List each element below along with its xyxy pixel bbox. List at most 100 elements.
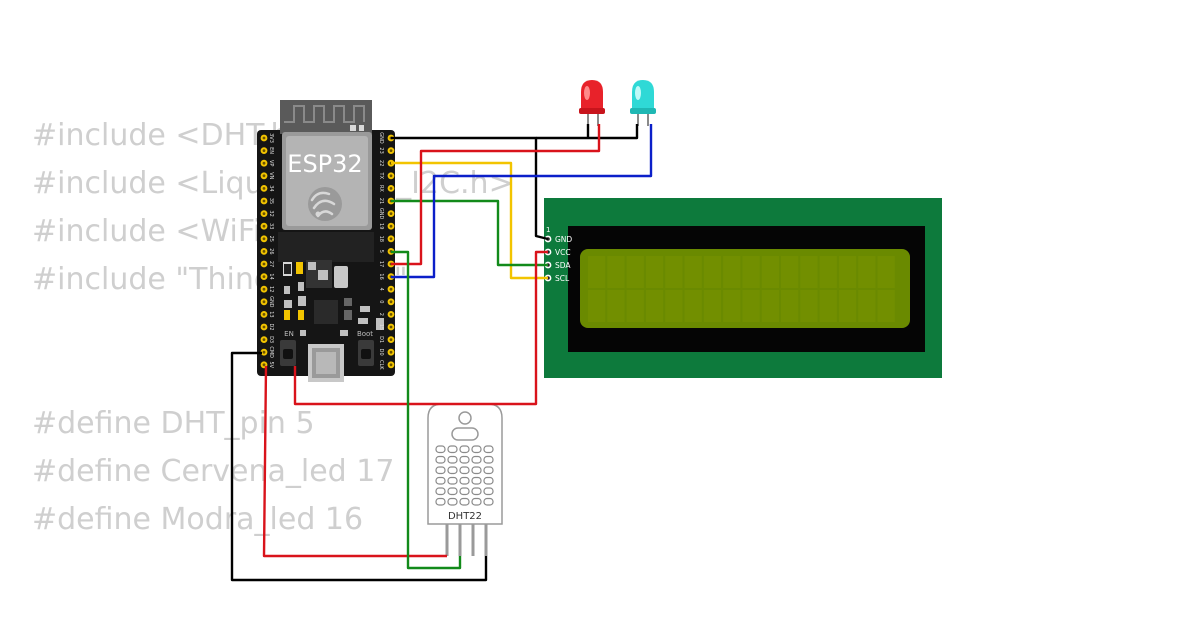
wire-gnd-led-cyan[interactable]	[536, 124, 639, 140]
wire-gnd-dht[interactable]	[230, 351, 488, 582]
esp32-pin-label: 12	[268, 286, 274, 292]
esp32-pin-label: 17	[378, 261, 384, 267]
esp32-pin-right-6[interactable]: GND	[378, 208, 395, 220]
esp32-pin-right-14[interactable]: 2	[378, 311, 395, 318]
esp32-pin-right-1[interactable]: 23	[378, 147, 395, 155]
esp32-pin-label: D3	[268, 336, 274, 343]
esp32-pin-left-2[interactable]: VP	[260, 159, 274, 167]
wires	[230, 124, 653, 582]
esp32-pin-label: 3V3	[268, 133, 274, 143]
lcd-cell	[838, 290, 857, 322]
lcd-cell	[742, 256, 760, 288]
dht22-vent-slot	[459, 487, 470, 496]
esp32-pin-label: 22	[378, 160, 384, 166]
esp32-pin-label: RX	[378, 185, 384, 192]
esp32-pin-left-13[interactable]: GND	[260, 296, 274, 308]
lcd-character-cells	[588, 256, 895, 322]
lcd-cell	[665, 256, 683, 288]
esp32-pin-left-17[interactable]: CMD	[260, 346, 274, 358]
lcd-cell	[781, 290, 799, 322]
esp32-pin-left-5[interactable]: 35	[260, 197, 274, 205]
wire-vcc-dht[interactable]	[262, 365, 447, 558]
lcd-1602-i2c[interactable]: 1 GND VCC SDA SCL	[544, 198, 942, 378]
esp32-pin-left-0[interactable]: 3V3	[260, 133, 274, 143]
dht22-sensor[interactable]: DHT22	[427, 403, 503, 556]
esp32-pin-label: 14	[268, 273, 274, 279]
esp32-pin-label: 34	[268, 185, 274, 191]
lcd-cell	[838, 256, 857, 288]
lcd-cell	[703, 290, 722, 322]
esp32-pin-label: 21	[378, 198, 384, 204]
dht22-vent-slot	[447, 487, 458, 496]
esp32-pin-left-1[interactable]: EN	[260, 147, 274, 154]
lcd-pin-label-sda: SDA	[555, 261, 571, 270]
esp32-pin-right-18[interactable]: CLK	[378, 360, 395, 370]
esp32-pin-label: CLK	[378, 360, 384, 370]
esp32-pin-right-7[interactable]: 19	[378, 222, 395, 230]
dht22-vent-slot	[483, 487, 494, 496]
esp32-pin-label: TX	[378, 172, 384, 180]
lcd-cell	[819, 256, 837, 288]
wire-sda[interactable]	[391, 199, 548, 267]
lcd-cell	[800, 290, 818, 322]
esp32-pin-label: D0	[378, 349, 384, 356]
esp32-pin-left-10[interactable]: 27	[260, 260, 274, 268]
esp32-pin-left-11[interactable]: 14	[260, 273, 274, 280]
esp32-pin-right-15[interactable]: 15	[378, 323, 395, 331]
lcd-cell	[703, 256, 722, 288]
esp32-pin-label: GND	[378, 132, 384, 144]
esp32-pin-left-9[interactable]: 26	[260, 248, 274, 255]
esp32-pin-right-4[interactable]: RX	[378, 185, 395, 192]
esp32-pin-label: 2	[378, 313, 384, 316]
esp32-pin-label: 23	[378, 147, 384, 153]
esp32-pin-left-15[interactable]: D2	[260, 323, 274, 331]
lcd-cell	[858, 256, 876, 288]
dht22-vent-slot	[471, 455, 482, 464]
wire-gnd-lcd[interactable]	[391, 136, 549, 241]
esp32-pin-label: 13	[268, 311, 274, 317]
cyan-led[interactable]	[630, 80, 656, 126]
esp32-pin-right-16[interactable]: D1	[378, 336, 395, 343]
lcd-cell	[626, 256, 644, 288]
wire-dht-data[interactable]	[391, 250, 462, 570]
esp32-board[interactable]: ESP32 EN Boot	[257, 100, 395, 382]
lcd-cell	[858, 290, 876, 322]
lcd-cell	[761, 256, 779, 288]
wire-scl[interactable]	[391, 161, 548, 280]
wire-vcc-lcd[interactable]	[293, 250, 548, 406]
esp32-pin-left-6[interactable]: 32	[260, 210, 274, 218]
esp32-pin-right-17[interactable]: D0	[378, 349, 395, 356]
esp32-pin-label: EN	[268, 147, 274, 154]
esp32-pin-right-8[interactable]: 18	[378, 235, 395, 243]
lcd-cell	[588, 256, 606, 288]
lcd-cell	[781, 256, 799, 288]
esp32-pin-left-12[interactable]: 12	[260, 285, 274, 293]
esp32-pin-label: 5V	[268, 361, 274, 368]
wire-red-led[interactable]	[391, 124, 601, 266]
esp32-pin-left-4[interactable]: 34	[260, 185, 274, 192]
lcd-cell	[665, 290, 683, 322]
esp32-pin-left-3[interactable]: VN	[260, 172, 274, 180]
dht22-vent-slot	[459, 455, 470, 464]
esp32-pin-label: GND	[378, 208, 384, 220]
lcd-cell	[742, 290, 760, 322]
red-led[interactable]	[579, 80, 605, 126]
esp32-pin-right-3[interactable]: TX	[378, 172, 395, 180]
dht22-vent-slot	[471, 476, 482, 485]
esp32-pin-left-16[interactable]: D3	[260, 336, 274, 343]
esp32-pin-label: VP	[268, 160, 274, 166]
esp32-regulator	[334, 266, 348, 288]
espressif-logo-icon	[308, 187, 342, 221]
lcd-cell	[819, 290, 837, 322]
esp32-pin-label: 27	[268, 261, 274, 267]
dht22-vent-slot	[447, 466, 458, 475]
dht22-vent-slot	[483, 497, 494, 506]
esp32-pin-right-13[interactable]: 0	[378, 298, 395, 306]
esp32-pin-left-8[interactable]: 25	[260, 235, 274, 243]
esp32-pin-left-7[interactable]: 33	[260, 222, 274, 230]
esp32-pin-label: 25	[268, 236, 274, 242]
wire-cyan-led[interactable]	[391, 124, 653, 279]
esp32-pin-left-14[interactable]: 13	[260, 311, 274, 318]
esp32-pin-right-12[interactable]: 4	[378, 285, 395, 293]
